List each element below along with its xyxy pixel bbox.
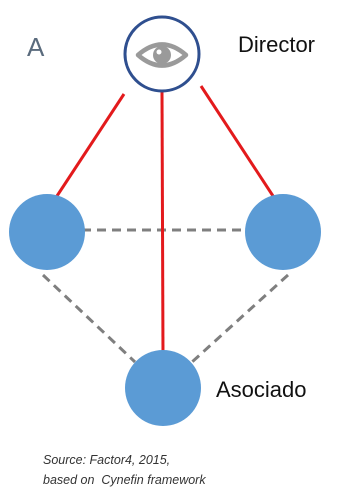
panel-letter: A bbox=[27, 32, 45, 62]
dashed-edge-left-bottom bbox=[41, 273, 137, 364]
associate-label: Asociado bbox=[216, 377, 307, 402]
dashed-edge-right-bottom bbox=[190, 273, 290, 364]
node-associate bbox=[125, 350, 201, 426]
solid-edge-director-right bbox=[199, 85, 277, 200]
node-right bbox=[245, 194, 321, 270]
source-line-2: based on Cynefin framework bbox=[43, 473, 206, 487]
director-label: Director bbox=[238, 32, 315, 57]
solid-edge-director-left bbox=[53, 93, 126, 200]
source-line-1: Source: Factor4, 2015, bbox=[43, 453, 170, 467]
eye-icon bbox=[135, 42, 189, 68]
solid-edge-director-bottom bbox=[160, 91, 165, 357]
node-left bbox=[9, 194, 85, 270]
